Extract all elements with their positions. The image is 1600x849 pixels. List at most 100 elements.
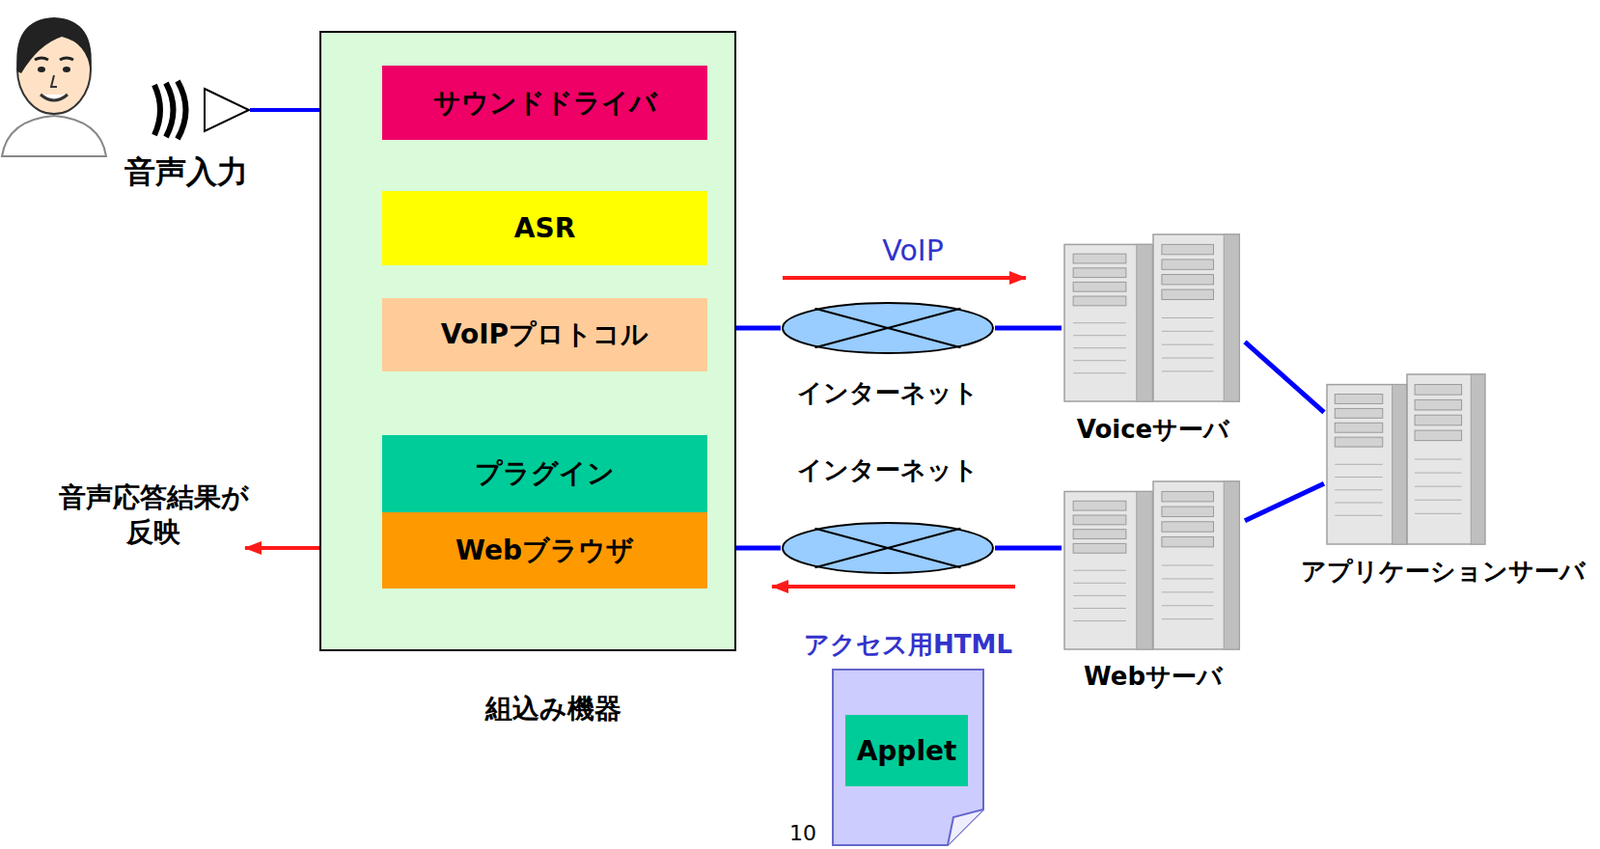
server-side xyxy=(1136,244,1153,402)
node-text: Webブラウザ xyxy=(455,532,635,570)
server-illustration xyxy=(1061,479,1245,652)
voip-flow-arrow xyxy=(782,275,1026,280)
server-bay xyxy=(1073,281,1127,292)
server-slot xyxy=(1161,358,1214,359)
server-side xyxy=(1136,491,1153,650)
server-slot xyxy=(1073,334,1127,336)
page-number: 10 xyxy=(783,820,823,849)
person-hair xyxy=(16,17,91,74)
server-slot xyxy=(1073,359,1127,361)
node-label: インターネット xyxy=(761,453,1015,488)
server-slot xyxy=(1073,607,1127,609)
cloud-cross xyxy=(815,528,962,568)
person-mouth xyxy=(40,94,68,101)
server-bay xyxy=(1414,399,1463,411)
person-illustration xyxy=(1,17,107,157)
server-slot xyxy=(1073,620,1127,622)
server-bay xyxy=(1073,500,1127,511)
server-slot xyxy=(1161,344,1214,346)
server-slot xyxy=(1073,570,1127,572)
server-slot xyxy=(1073,372,1127,374)
network-cloud: インターネット xyxy=(780,301,995,356)
node-label: Webサーバ xyxy=(1032,660,1274,694)
flow-label: VoIP xyxy=(845,231,981,270)
server-bay xyxy=(1161,244,1214,254)
cloud-cross xyxy=(815,308,962,348)
server-slot xyxy=(1161,370,1214,372)
server-bay xyxy=(1161,506,1214,517)
server-slot xyxy=(1073,582,1127,584)
server-bay xyxy=(1161,522,1214,532)
person-brows xyxy=(34,57,74,60)
server-bay xyxy=(1073,529,1127,540)
node-text: Applet xyxy=(856,735,958,768)
server-bay xyxy=(1161,275,1214,285)
server-body xyxy=(1153,481,1240,650)
cloud-cross xyxy=(815,308,962,348)
server-bay xyxy=(1073,515,1127,525)
server-bay xyxy=(1073,268,1127,278)
server-body xyxy=(1326,385,1407,545)
server-bay xyxy=(1073,253,1127,264)
cloud-outline xyxy=(780,521,995,576)
node-label: 組込み機器 xyxy=(417,690,689,728)
node-label: アプリケーションサーバ xyxy=(1299,554,1586,589)
person-shoulders xyxy=(1,115,107,157)
document-page xyxy=(832,669,984,846)
server-slot xyxy=(1073,322,1127,324)
connector-line xyxy=(1244,341,1325,413)
server-slot xyxy=(1073,595,1127,597)
node-text: サウンドドライバ xyxy=(433,84,658,122)
server-slot xyxy=(1334,464,1383,466)
server-bay xyxy=(1161,289,1214,300)
network-cloud: インターネット xyxy=(780,521,995,576)
html-flow-arrow xyxy=(772,584,1016,589)
server-slot xyxy=(1334,501,1383,503)
document-shape: アクセス用HTMLApplet xyxy=(831,668,985,847)
server-body xyxy=(1064,244,1153,402)
server-icon: アプリケーションサーバ xyxy=(1324,372,1490,547)
node-text: VoIPプロトコル xyxy=(441,316,649,354)
cloud-cross xyxy=(815,528,962,568)
node-text: プラグイン xyxy=(474,455,615,493)
server-slot xyxy=(1161,605,1214,607)
person-eye xyxy=(37,66,46,73)
server-bay xyxy=(1073,543,1127,553)
server-illustration xyxy=(1324,372,1490,547)
cloud-ellipse xyxy=(782,303,994,354)
server-illustration xyxy=(1061,232,1245,404)
server-bay xyxy=(1334,408,1383,418)
node-label: Voiceサーバ xyxy=(1032,413,1274,447)
server-slot xyxy=(1161,578,1214,580)
server-slot xyxy=(1414,499,1463,501)
module-box: VoIPプロトコル xyxy=(382,298,708,372)
server-bay xyxy=(1161,259,1214,270)
server-slot xyxy=(1414,472,1463,474)
server-side xyxy=(1470,374,1486,545)
server-bay xyxy=(1161,536,1214,547)
person-nose xyxy=(51,75,57,87)
server-body xyxy=(1064,491,1153,650)
server-icon: Voiceサーバ xyxy=(1061,232,1245,404)
server-side xyxy=(1223,234,1240,402)
server-slot xyxy=(1414,459,1463,461)
sound-wave-icon xyxy=(154,81,249,139)
server-body xyxy=(1406,374,1486,545)
cloud-ellipse xyxy=(782,523,994,574)
input-label: 音声入力 xyxy=(89,152,283,194)
server-side xyxy=(1392,385,1407,545)
server-slot xyxy=(1161,331,1214,332)
server-side xyxy=(1223,481,1240,650)
server-bay xyxy=(1073,296,1127,306)
node-text: ASR xyxy=(514,212,576,245)
server-bay xyxy=(1334,394,1383,405)
server-slot xyxy=(1161,317,1214,319)
output-label: 音声応答結果が 反映 xyxy=(47,480,260,552)
server-slot xyxy=(1334,515,1383,517)
applet-box: Applet xyxy=(845,715,969,787)
node-label: インターネット xyxy=(761,376,1015,411)
connector-line xyxy=(994,546,1062,552)
server-bay xyxy=(1334,437,1383,447)
